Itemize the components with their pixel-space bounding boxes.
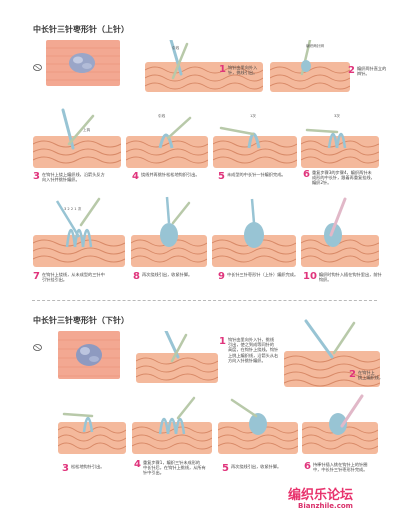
label-yarn-1: 引线: [172, 46, 180, 50]
diagram-panel-bottom-4: [132, 392, 212, 454]
bullet-icon: [33, 336, 42, 355]
diagram-panel-top-4: [126, 108, 208, 168]
swatch-photo-bottom: [58, 331, 120, 383]
diagram-panel-bottom-2: [284, 317, 380, 387]
step-top-7: 7 在钩针上绕线，从未成型的三针中引针挂引出。: [33, 271, 105, 283]
step-number: 10: [303, 271, 317, 282]
step-top-8: 8 再次绕线引出，收紧针脚。: [133, 271, 193, 282]
step-top-9: 9 中长针三针枣形针（上针）编织完成。: [218, 271, 299, 282]
diagram-panel-bottom-1: [136, 331, 218, 383]
diagram-panel-top-6: [301, 108, 379, 168]
step-number: 6: [303, 169, 310, 180]
step-number: 9: [218, 271, 225, 282]
step-bottom-1: 1 钩针由里向外入针，挑线引出，使之到成等同针的高度，在钩针上绕线。钩针上挑上编…: [219, 336, 279, 363]
label-once-5: 1次: [250, 114, 256, 118]
diagram-panel-top-2: [270, 40, 350, 92]
diagram-panel-top-5: [213, 108, 297, 168]
step-bottom-2: 2 在钩针上挑上编织线，: [349, 369, 384, 381]
step-number: 2: [348, 65, 355, 76]
step-number: 8: [133, 271, 140, 282]
step-top-4: 4 绕线并再挑针松松地钩织引出。: [132, 171, 200, 182]
step-bottom-5: 5 再次绕线引出，收紧针脚。: [222, 463, 282, 474]
bullet-icon: [33, 56, 42, 75]
diagram-panel-bottom-5: [218, 392, 298, 454]
section-divider: [32, 300, 377, 301]
step-number: 5: [222, 463, 229, 474]
diagram-panel-bottom-6: [302, 392, 378, 454]
label-chain-2: 编织两针辫: [306, 44, 324, 48]
diagram-panel-top-8: [131, 195, 207, 267]
label-up-3: 上钩: [83, 128, 91, 132]
step-top-1: 1 钩针由里向外入针，挑线引出。: [219, 64, 258, 76]
step-top-2: 2 编织两针直立的辫针。: [348, 65, 387, 77]
step-number: 1: [219, 336, 226, 347]
step-top-10: 10 编织时钩针入插在钩针里出，前针钩织。: [303, 271, 382, 283]
step-number: 3: [62, 463, 69, 474]
step-number: 4: [132, 171, 139, 182]
step-bottom-4: 4 重复步骤1，编织三针未成形的中长针后，在钩针上挑线，从所有针中引出。: [134, 459, 206, 476]
step-top-3: 3 在钩针上绕上编织线，沿箭头反方向入针并挑针编织。: [33, 171, 105, 183]
watermark-url: Bianzhile.com: [298, 502, 353, 510]
section-title-bottom: 中长针三针枣形针（下针）: [33, 316, 129, 325]
step-number: 2: [349, 369, 356, 380]
label-yarn-4: 引线: [158, 114, 166, 118]
diagram-panel-bottom-3: [58, 392, 126, 454]
step-top-5: 5 未成型的中长针一针编织完成。: [218, 171, 286, 182]
step-bottom-6: 6 持棒针插入挑在钩针上的针圈中，中长针三针枣形针完成。: [304, 461, 368, 473]
label-thrice-6: 3次: [334, 114, 340, 118]
diagram-panel-top-7: [33, 195, 125, 267]
step-number: 7: [33, 271, 40, 282]
diagram-panel-top-10: [301, 195, 379, 267]
step-number: 1: [219, 64, 226, 75]
section-title-top: 中长针三针枣形针（上针）: [33, 25, 129, 34]
step-number: 5: [218, 171, 225, 182]
step-bottom-3: 3 松松地钩针引出。: [62, 463, 105, 474]
swatch-photo-top: [46, 40, 120, 90]
step-number: 3: [33, 171, 40, 182]
step-number: 4: [134, 459, 141, 470]
diagram-panel-top-1: [145, 40, 263, 92]
watermark-brand: 编织乐论坛: [288, 488, 354, 503]
diagram-panel-top-9: [212, 195, 296, 267]
diagram-panel-top-3: [33, 108, 121, 168]
label-counts-7: 3 2 2 1 次: [64, 207, 82, 211]
step-top-6: 6 重复步骤3的步骤4，编织两针未成形的中长针，跟着再重复挂线，编织2针。: [303, 169, 375, 186]
step-number: 6: [304, 461, 311, 472]
